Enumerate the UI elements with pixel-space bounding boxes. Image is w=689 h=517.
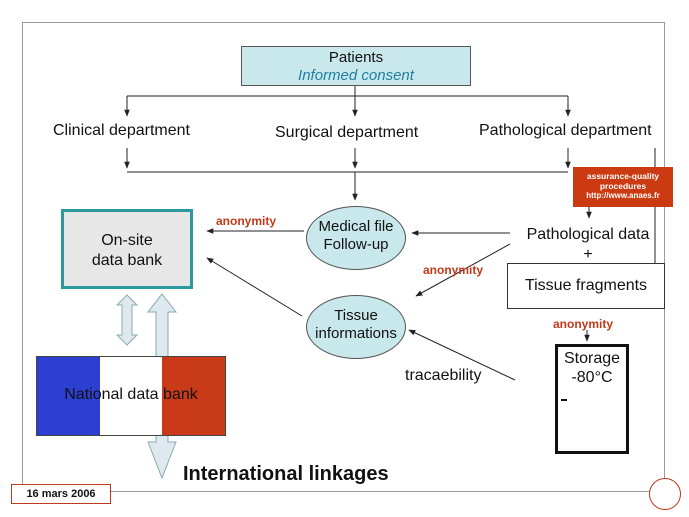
storage-box: Storage -80°C [555, 344, 629, 454]
pathological-data-label: Pathological data + [519, 225, 657, 265]
informed-consent-label: Informed consent [298, 67, 414, 84]
storage-level-mark [561, 399, 567, 401]
date-badge: 16 mars 2006 [11, 484, 111, 504]
arrow-pathdata-to-tissue [415, 243, 511, 297]
storage-line1: Storage [563, 350, 621, 367]
arrow-storage-to-tissue [408, 329, 516, 381]
arrow-tissue-to-onsite [206, 257, 303, 317]
tissue-info-line2: informations [315, 325, 397, 342]
corner-circle-icon [649, 478, 681, 510]
tissue-fragments-box: Tissue fragments [507, 263, 665, 309]
medical-file-line1: Medical file [318, 218, 394, 235]
anonymity-label-medical: anonymity [216, 214, 277, 228]
assurance-line1: assurance-quality [586, 171, 660, 181]
anonymity-label-storage: anonymity [553, 317, 614, 331]
clinical-department-label: Clinical department [53, 122, 190, 139]
onsite-data-bank-box: On-site data bank [61, 209, 193, 289]
tissue-informations-ellipse: Tissue informations [306, 295, 406, 359]
surgical-department-label: Surgical department [275, 124, 419, 141]
assurance-line2: procedures [599, 181, 647, 191]
medical-file-ellipse: Medical file Follow-up [306, 206, 406, 270]
flag-blue-band [37, 357, 100, 435]
french-flag-national-bank: National data bank [36, 356, 226, 436]
pathological-data-plus: + [583, 246, 593, 263]
pathological-data-line1: Pathological data [526, 226, 650, 243]
traceability-label: tracaebility [405, 367, 482, 384]
onsite-line1: On-site [101, 232, 153, 249]
national-data-bank-label: National data bank [64, 386, 198, 403]
flag-white-band [99, 357, 163, 435]
tissue-info-line1: Tissue [334, 307, 378, 324]
onsite-line2: data bank [91, 252, 163, 269]
flag-red-band [162, 357, 225, 435]
medical-file-line2: Follow-up [323, 236, 389, 253]
onsite-national-arrow [115, 294, 139, 346]
patients-box: Patients Informed consent [241, 46, 471, 86]
assurance-quality-box: assurance-quality procedures http://www.… [573, 167, 673, 207]
anonymity-label-pathdata: anonymity [423, 263, 484, 277]
patients-title: Patients [328, 49, 384, 66]
pathological-department-label: Pathological department [479, 122, 652, 139]
assurance-url: http://www.anaes.fr [586, 191, 660, 200]
international-linkages-label: International linkages [183, 463, 389, 485]
storage-line2: -80°C [571, 369, 613, 386]
